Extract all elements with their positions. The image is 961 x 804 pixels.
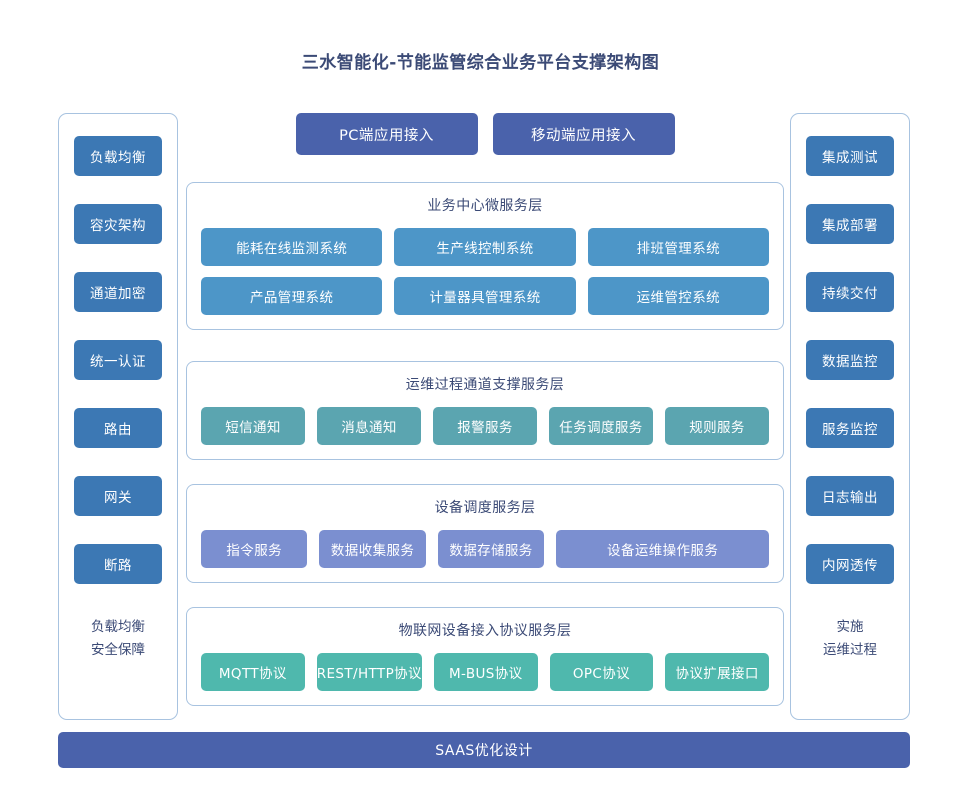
layer-row: 指令服务 数据收集服务 数据存储服务 设备运维操作服务 — [201, 530, 770, 568]
layer-row: MQTT协议 REST/HTTP协议 M-BUS协议 OPC协议 协议扩展接口 — [201, 653, 769, 691]
access-node-pc[interactable]: PC端应用接入 — [295, 113, 478, 155]
sidebar-item-routing[interactable]: 路由 — [74, 408, 162, 448]
node-rest-http-protocol[interactable]: REST/HTTP协议 — [316, 653, 422, 691]
node-alarm-service[interactable]: 报警服务 — [433, 407, 537, 445]
right-panel-footer-line2: 运维过程 — [823, 642, 877, 658]
layer-title-device: 设备调度服务层 — [434, 500, 536, 516]
sidebar-item-circuit-breaker[interactable]: 断路 — [74, 544, 162, 584]
sidebar-item-load-balance[interactable]: 负载均衡 — [74, 136, 162, 176]
center-stack: PC端应用接入 移动端应用接入 业务中心微服务层 能耗在线监测系统 生产线控制系… — [186, 113, 784, 720]
node-protocol-extension-interface[interactable]: 协议扩展接口 — [665, 653, 769, 691]
left-panel-footer-line1: 负载均衡 — [91, 619, 145, 635]
right-devops-panel: 集成测试 集成部署 持续交付 数据监控 服务监控 日志输出 内网透传 实施 运维… — [790, 113, 910, 720]
layer-ops-channel-support: 运维过程通道支撑服务层 短信通知 消息通知 报警服务 任务调度服务 规则服务 — [186, 361, 784, 460]
layer-iot-protocol-access: 物联网设备接入协议服务层 MQTT协议 REST/HTTP协议 M-BUS协议 … — [186, 607, 784, 706]
layer-title-ops: 运维过程通道支撑服务层 — [405, 377, 565, 393]
sidebar-item-gateway[interactable]: 网关 — [74, 476, 162, 516]
node-data-collection-service[interactable]: 数据收集服务 — [319, 530, 426, 568]
node-device-ops-operation-service[interactable]: 设备运维操作服务 — [556, 530, 770, 568]
sidebar-item-log-output[interactable]: 日志输出 — [806, 476, 894, 516]
layer-device-dispatch: 设备调度服务层 指令服务 数据收集服务 数据存储服务 设备运维操作服务 — [186, 484, 784, 583]
node-sms-notification[interactable]: 短信通知 — [201, 407, 305, 445]
layer-row: 短信通知 消息通知 报警服务 任务调度服务 规则服务 — [201, 407, 769, 445]
node-shift-management[interactable]: 排班管理系统 — [587, 228, 769, 266]
node-product-management[interactable]: 产品管理系统 — [201, 277, 383, 315]
node-data-storage-service[interactable]: 数据存储服务 — [437, 530, 545, 568]
node-production-line-control[interactable]: 生产线控制系统 — [394, 228, 576, 266]
sidebar-item-service-monitoring[interactable]: 服务监控 — [806, 408, 894, 448]
node-energy-online-monitoring[interactable]: 能耗在线监测系统 — [201, 228, 383, 266]
sidebar-item-integration-test[interactable]: 集成测试 — [806, 136, 894, 176]
saas-optimization-bar[interactable]: SAAS优化设计 — [58, 732, 910, 768]
access-node-mobile[interactable]: 移动端应用接入 — [492, 113, 675, 155]
layer-title-business: 业务中心微服务层 — [427, 198, 543, 214]
sidebar-item-integration-deploy[interactable]: 集成部署 — [806, 204, 894, 244]
left-panel-footer-line2: 安全保障 — [91, 642, 145, 658]
layer-row: 能耗在线监测系统 生产线控制系统 排班管理系统 — [201, 228, 769, 266]
right-panel-footer-line1: 实施 — [836, 619, 864, 635]
sidebar-item-unified-auth[interactable]: 统一认证 — [74, 340, 162, 380]
page-title: 三水智能化-节能监管综合业务平台支撑架构图 — [301, 53, 660, 73]
node-mqtt-protocol[interactable]: MQTT协议 — [201, 653, 305, 691]
left-capability-panel: 负载均衡 容灾架构 通道加密 统一认证 路由 网关 断路 负载均衡 安全保障 — [58, 113, 178, 720]
right-panel-footer: 实施 运维过程 — [823, 616, 877, 662]
node-metering-device-management[interactable]: 计量器具管理系统 — [394, 277, 576, 315]
node-message-notification[interactable]: 消息通知 — [317, 407, 421, 445]
node-ops-control[interactable]: 运维管控系统 — [587, 277, 769, 315]
sidebar-item-dr-architecture[interactable]: 容灾架构 — [74, 204, 162, 244]
node-opc-protocol[interactable]: OPC协议 — [549, 653, 654, 691]
sidebar-item-channel-encryption[interactable]: 通道加密 — [74, 272, 162, 312]
layer-business-microservices: 业务中心微服务层 能耗在线监测系统 生产线控制系统 排班管理系统 产品管理系统 … — [186, 182, 784, 330]
node-rule-service[interactable]: 规则服务 — [665, 407, 769, 445]
node-command-service[interactable]: 指令服务 — [201, 530, 308, 568]
application-access-row: PC端应用接入 移动端应用接入 — [186, 113, 784, 155]
sidebar-item-continuous-delivery[interactable]: 持续交付 — [806, 272, 894, 312]
left-panel-footer: 负载均衡 安全保障 — [91, 616, 145, 662]
sidebar-item-data-monitoring[interactable]: 数据监控 — [806, 340, 894, 380]
node-task-scheduling-service[interactable]: 任务调度服务 — [549, 407, 653, 445]
node-mbus-protocol[interactable]: M-BUS协议 — [433, 653, 538, 691]
sidebar-item-intranet-tunnel[interactable]: 内网透传 — [806, 544, 894, 584]
layer-row: 产品管理系统 计量器具管理系统 运维管控系统 — [201, 277, 769, 315]
layer-title-iot: 物联网设备接入协议服务层 — [398, 623, 572, 639]
